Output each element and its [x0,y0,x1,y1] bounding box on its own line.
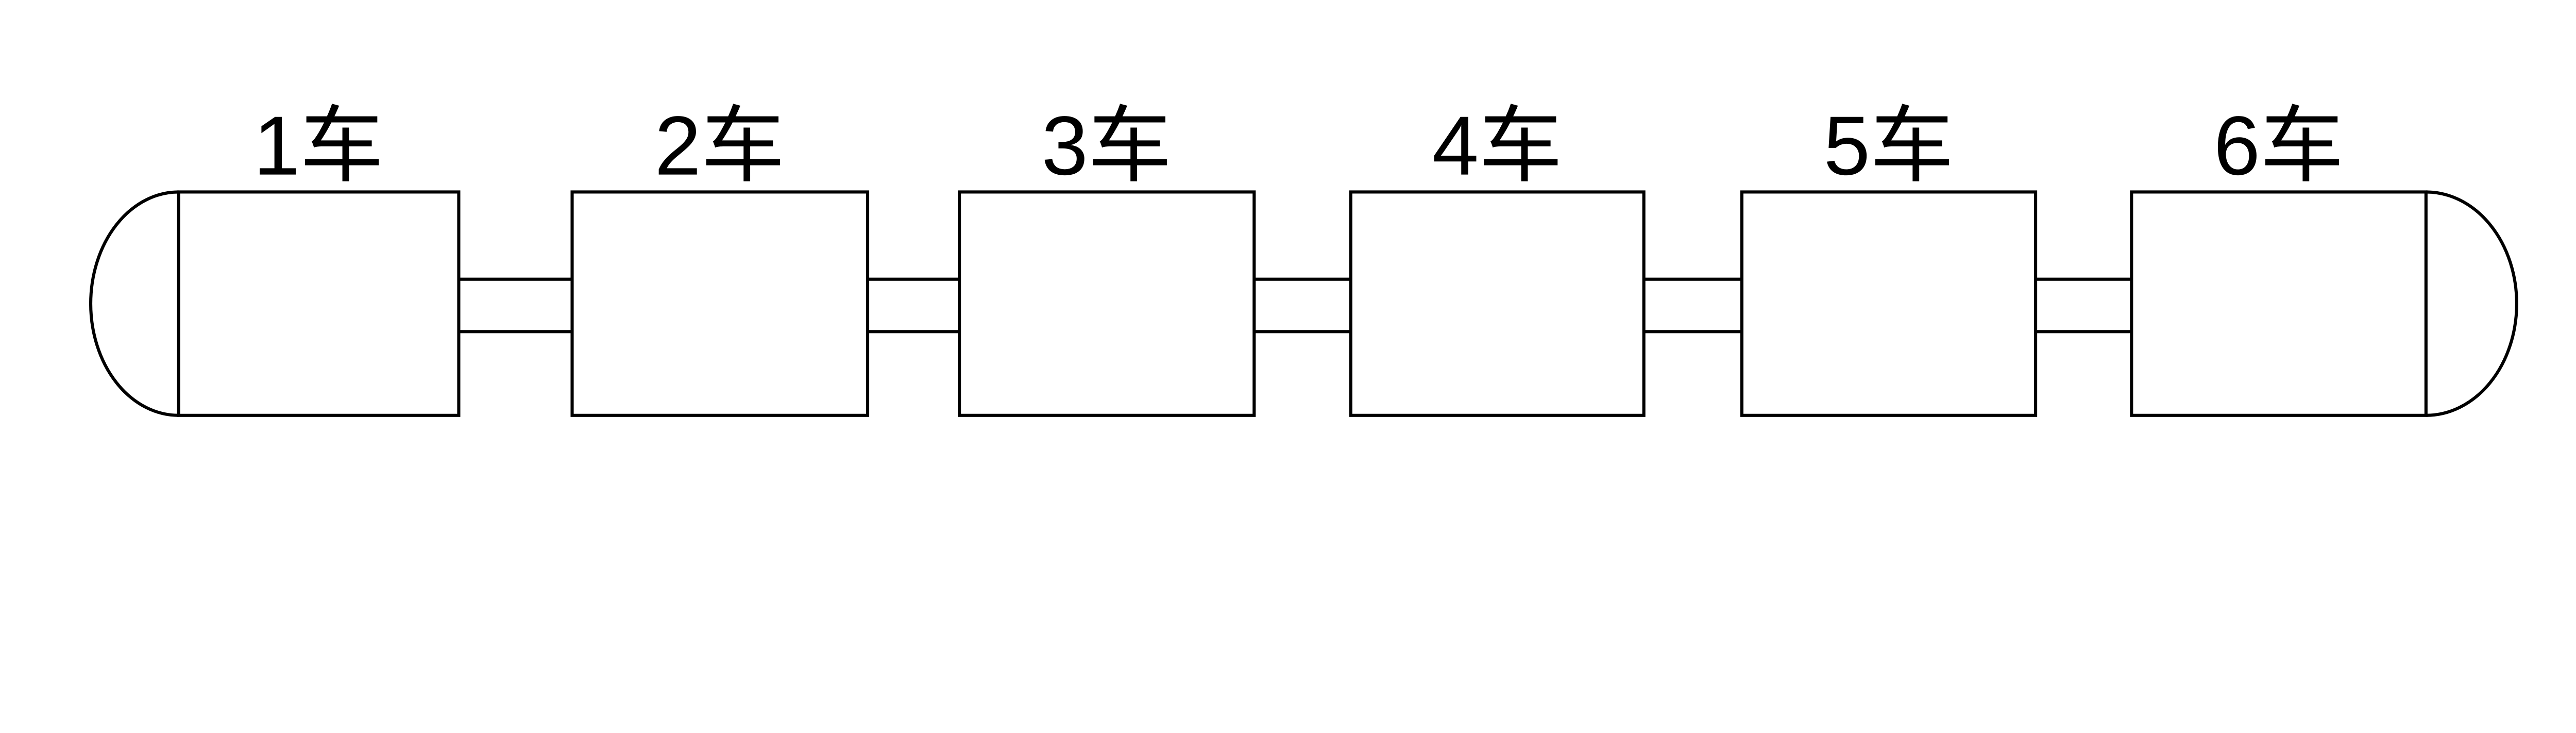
car-label: 2车 [655,99,785,193]
train-nose-front [89,190,179,417]
car-body [958,190,1256,417]
car-label: 4车 [1432,99,1563,193]
coupler-4-5 [1643,277,1742,334]
car-body [570,190,870,417]
train-diagram: 1车 2车 3车 4车 5车 6车 [89,99,2518,417]
train-car-2: 2车 [570,99,870,417]
coupler-5-6 [2036,277,2132,334]
car-body [1349,190,1646,417]
car-body [2130,190,2428,417]
car-label: 1车 [253,99,384,193]
coupler-2-3 [868,277,960,334]
train-nose-rear [2426,190,2518,417]
train-car-6: 6车 [2130,99,2428,417]
car-body [177,190,461,417]
car-label: 5车 [1824,99,1954,193]
train-car-1: 1车 [177,99,461,417]
car-body [1740,190,2038,417]
coupler-3-4 [1254,277,1351,334]
train-diagram-canvas: 1车 2车 3车 4车 5车 6车 [89,99,2518,417]
car-label: 3车 [1041,99,1172,193]
coupler-1-2 [459,277,572,334]
train-car-4: 4车 [1349,99,1646,417]
train-car-5: 5车 [1740,99,2038,417]
train-car-3: 3车 [958,99,1256,417]
car-label: 6车 [2214,99,2344,193]
